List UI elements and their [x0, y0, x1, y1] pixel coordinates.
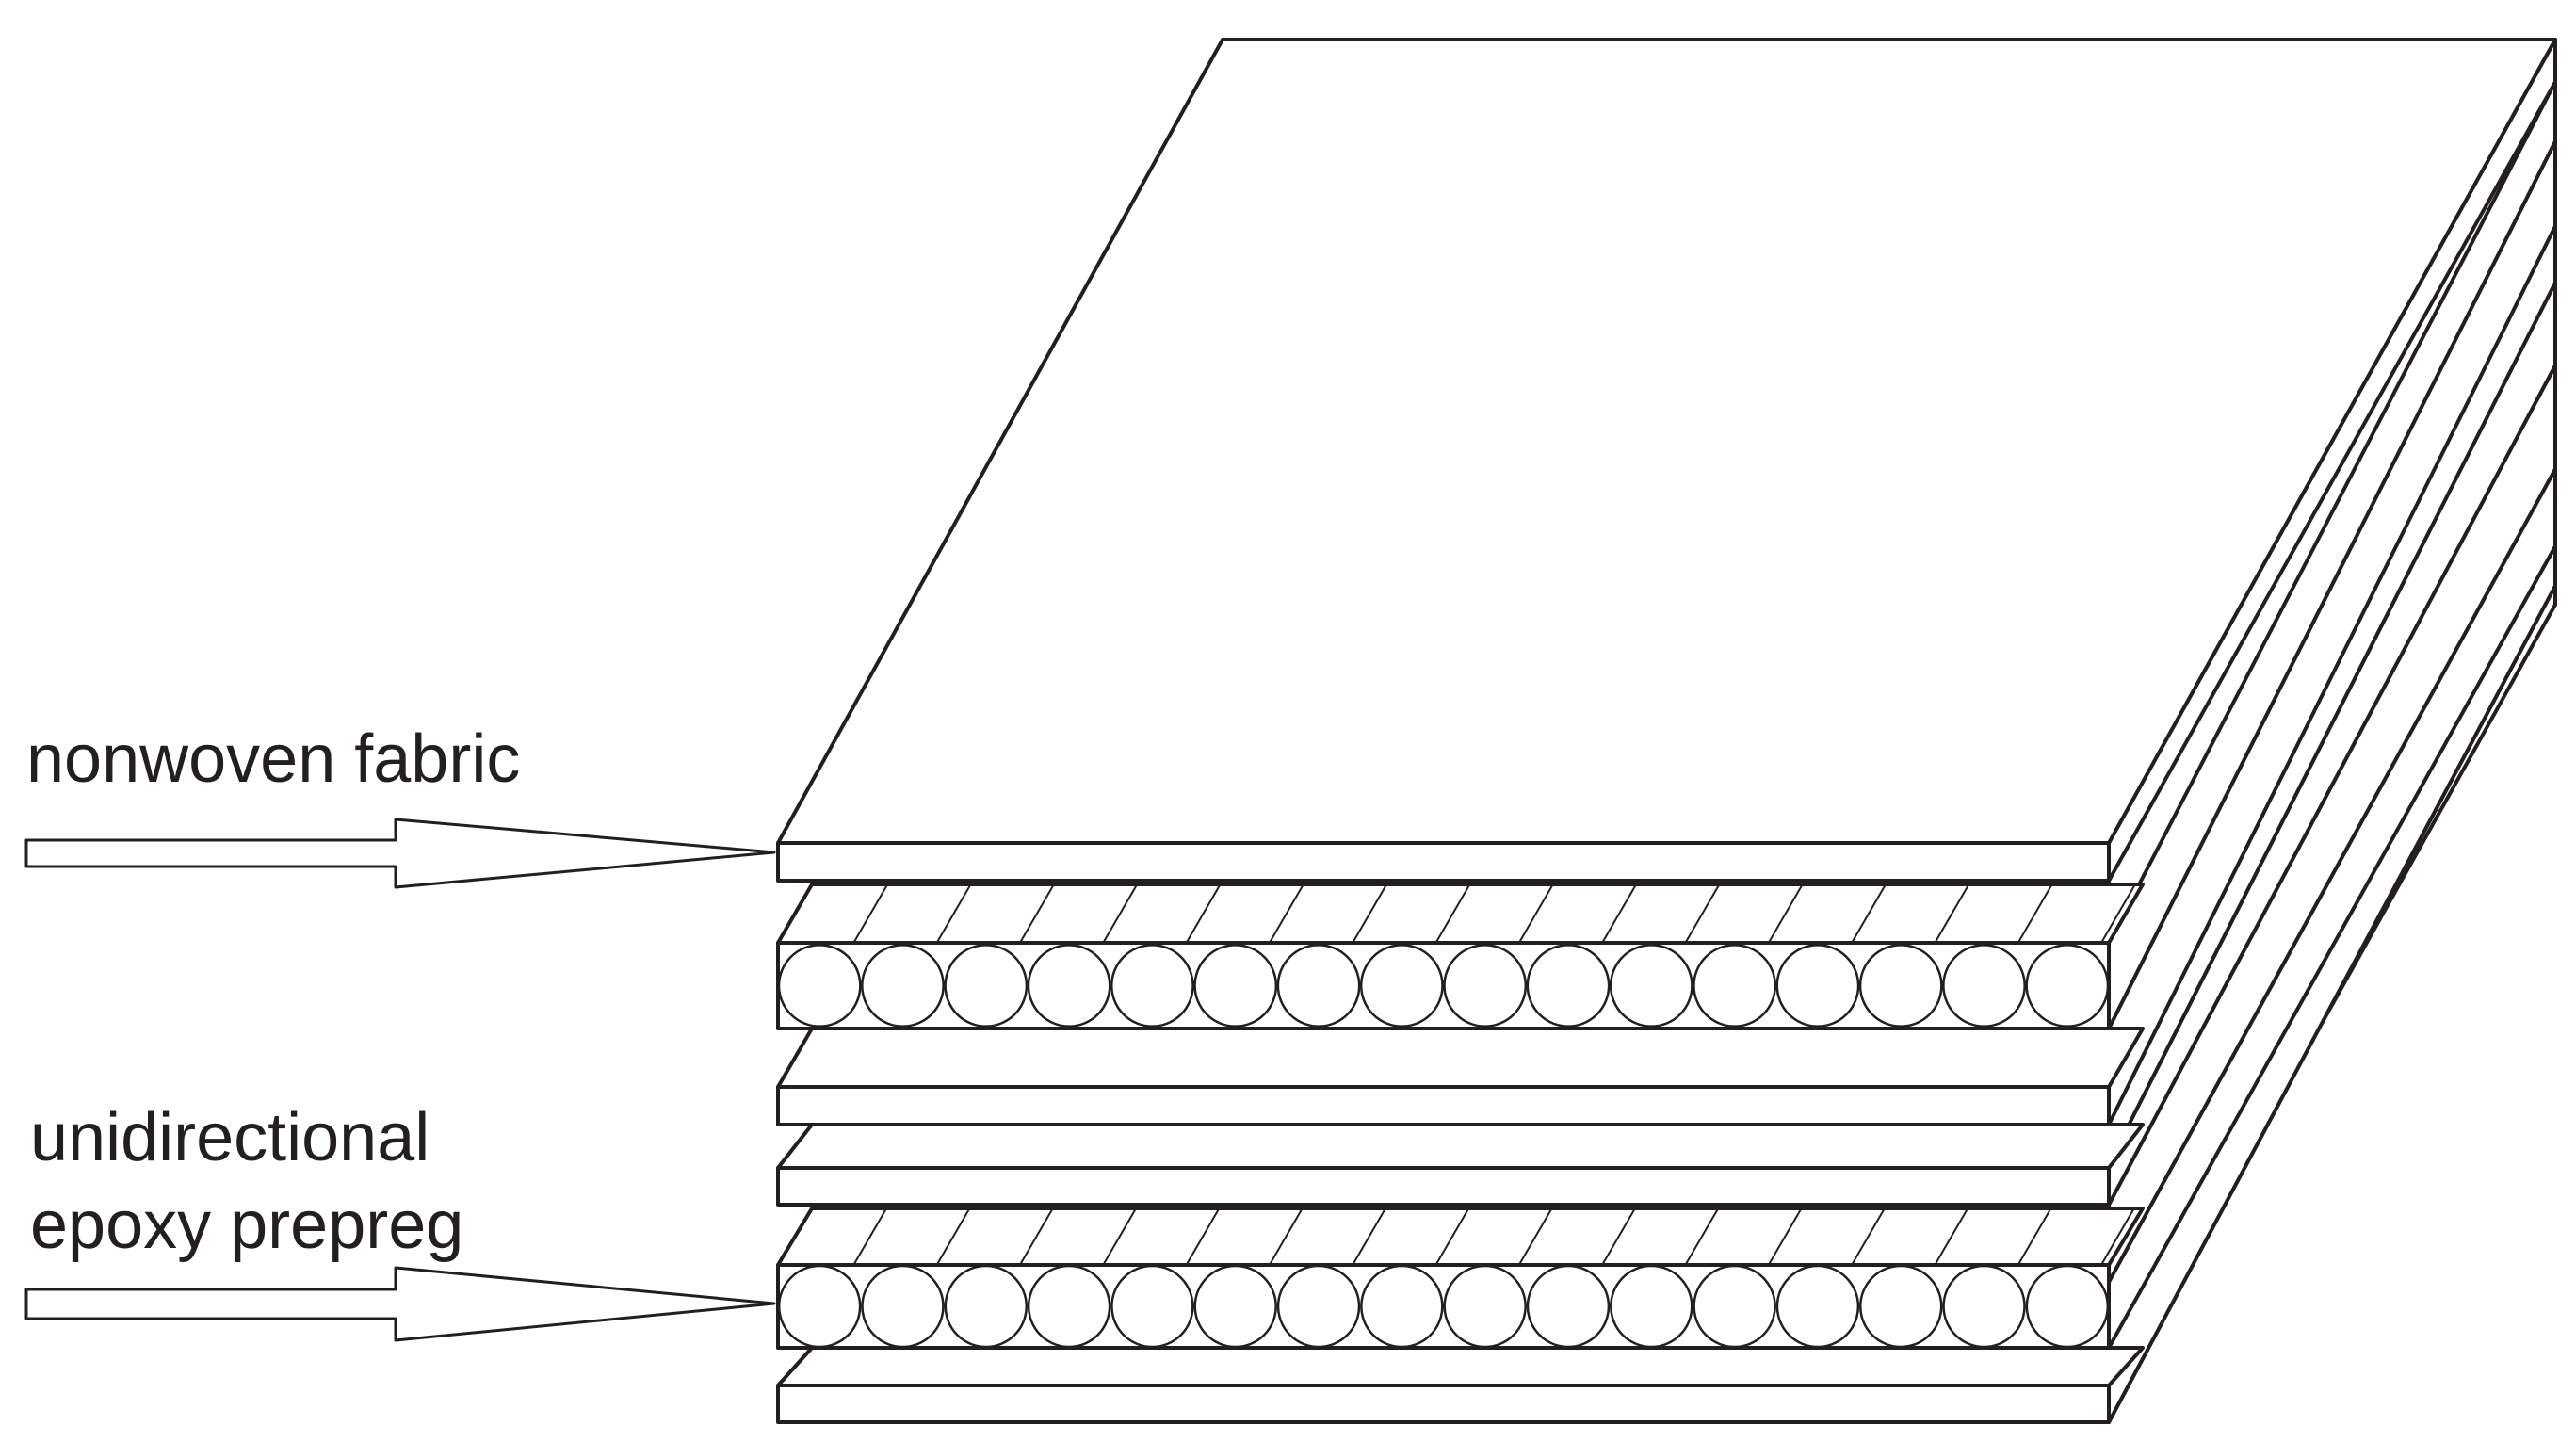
- fiber-cross-section: [1610, 1264, 1693, 1349]
- hatch-line: [852, 883, 889, 944]
- fiber-cross-section: [861, 1264, 945, 1349]
- fiber-cross-section: [777, 1264, 862, 1349]
- fiber-cross-section: [1027, 1264, 1111, 1349]
- hatch-line: [1601, 1207, 1636, 1266]
- fiber-cross-section: [1942, 944, 2026, 1028]
- hatch-line: [1352, 883, 1388, 944]
- fiber-cross-section: [1193, 1264, 1277, 1349]
- nonwoven-layer-middle-1: [776, 1027, 2145, 1126]
- fiber-cross-section: [1775, 944, 1860, 1028]
- hatch-line: [852, 1207, 887, 1266]
- front-face: [776, 1166, 2111, 1207]
- fiber-cross-section: [1276, 1264, 1361, 1349]
- prepreg-layer-lower: [776, 1207, 2145, 1350]
- hatch-lines: [852, 1207, 2135, 1266]
- hatch-line: [1185, 1207, 1221, 1266]
- top-strip: [776, 1123, 2145, 1170]
- front-face: [776, 1085, 2111, 1126]
- fiber-cross-section: [1360, 1264, 1444, 1349]
- prepreg-top-strip: [776, 1207, 2145, 1267]
- fiber-cross-section: [1526, 944, 1611, 1028]
- fiber-cross-section: [1110, 1264, 1194, 1349]
- hatch-line: [1684, 883, 1721, 944]
- fiber-cross-section: [1693, 944, 1776, 1028]
- fiber-cross-section: [2025, 944, 2110, 1028]
- top-strip: [776, 1027, 2145, 1089]
- fiber-cross-section: [2025, 1264, 2110, 1349]
- hatch-line: [1185, 883, 1222, 944]
- fiber-cross-section: [1193, 944, 1278, 1028]
- top-strip: [776, 1346, 2145, 1387]
- hatch-line: [1019, 1207, 1054, 1266]
- hatch-line: [2017, 1207, 2052, 1266]
- hatch-line: [1352, 1207, 1386, 1266]
- hatch-line: [2100, 883, 2136, 944]
- fiber-cross-section: [1443, 1264, 1527, 1349]
- hatch-line: [1019, 883, 1055, 944]
- fiber-cross-section: [944, 944, 1029, 1028]
- fiber-cross-section: [1609, 944, 1693, 1028]
- front-face: [776, 841, 2111, 883]
- fiber-cross-section: [1443, 944, 1528, 1028]
- hatch-line: [1102, 883, 1139, 944]
- fiber-cross-section: [1027, 944, 1111, 1028]
- hatch-line: [1851, 883, 1887, 944]
- prepreg-top-strip: [776, 883, 2145, 945]
- fiber-cross-section: [1942, 1264, 2026, 1349]
- hatch-line: [1767, 1207, 1803, 1266]
- hatch-line: [1434, 883, 1471, 944]
- nonwoven-layer-bottom: [776, 1346, 2145, 1424]
- hatch-line: [2100, 1207, 2135, 1266]
- fiber-cross-section: [1693, 1264, 1776, 1349]
- prepreg-layer-upper: [776, 883, 2145, 1030]
- side-faces: [2107, 38, 2557, 1424]
- hatch-line: [1517, 1207, 1553, 1266]
- hatch-line: [1434, 1207, 1470, 1266]
- fiber-cross-section: [1858, 1264, 1943, 1349]
- hatch-line: [1851, 1207, 1886, 1266]
- hatch-line: [1269, 883, 1304, 944]
- fiber-cross-section: [944, 1264, 1029, 1349]
- front-face: [776, 1384, 2111, 1424]
- hatch-lines: [852, 883, 2136, 944]
- fiber-cross-section: [861, 944, 945, 1028]
- fiber-cross-section: [1110, 944, 1194, 1028]
- arrow-icon: [24, 818, 776, 889]
- hatch-line: [1934, 883, 1970, 944]
- hatch-line: [1684, 1207, 1720, 1266]
- fiber-cross-section: [1775, 1264, 1860, 1349]
- nonwoven-fabric-label: nonwoven fabric: [26, 721, 520, 797]
- hatch-line: [2017, 883, 2053, 944]
- fiber-cross-section: [1276, 944, 1361, 1028]
- arrow-icon: [24, 1266, 776, 1342]
- nonwoven-layer-middle-2: [776, 1123, 2145, 1207]
- fiber-cross-section: [777, 944, 862, 1028]
- hatch-line: [1767, 883, 1804, 944]
- fiber-cross-section: [1359, 944, 1444, 1028]
- hatch-line: [1102, 1207, 1137, 1266]
- fiber-row: [777, 944, 2110, 1028]
- prepreg-label-line2: epoxy prepreg: [30, 1188, 463, 1263]
- hatch-line: [1934, 1207, 1969, 1266]
- hatch-line: [1517, 883, 1554, 944]
- hatch-line: [1269, 1207, 1304, 1266]
- hatch-line: [1601, 883, 1637, 944]
- hatch-line: [935, 883, 972, 944]
- hatch-line: [935, 1207, 971, 1266]
- top-nonwoven-layer: [776, 38, 2557, 883]
- prepreg-label-line1: unidirectional: [30, 1100, 429, 1175]
- fiber-cross-section: [1858, 944, 1943, 1028]
- fiber-cross-section: [1526, 1264, 1611, 1349]
